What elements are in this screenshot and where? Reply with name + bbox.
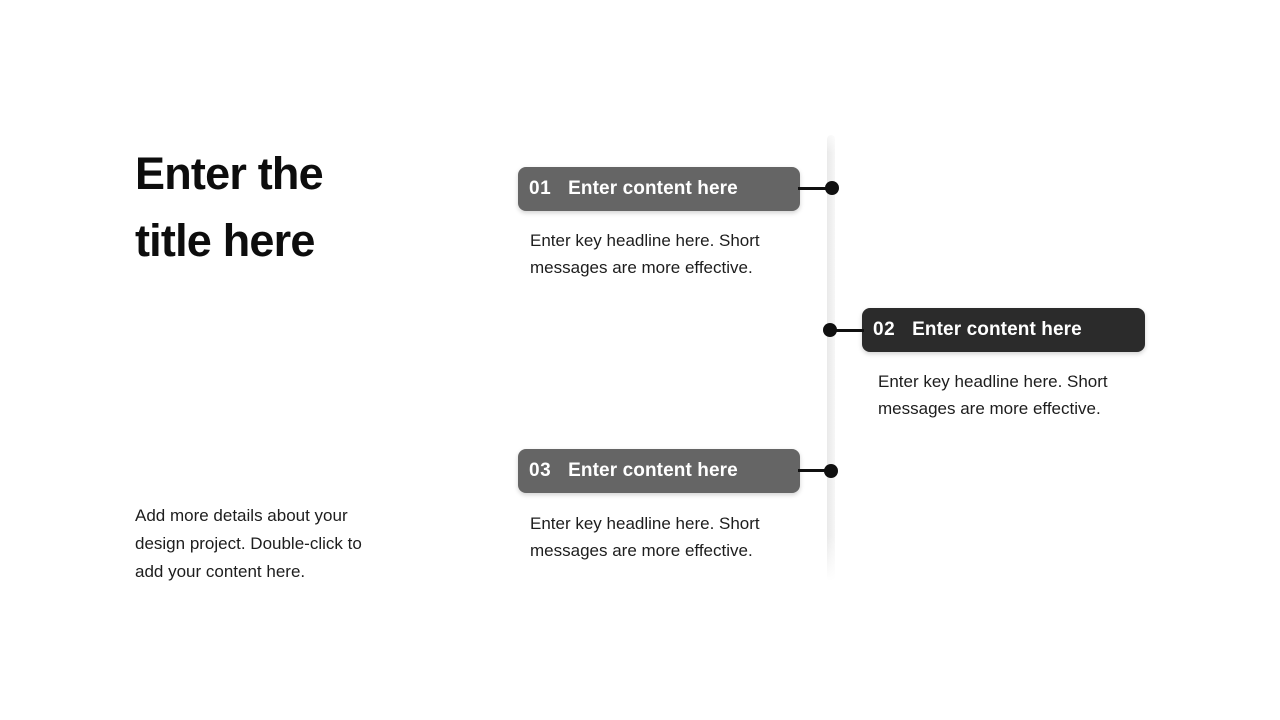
timeline-item-3-connector — [798, 469, 827, 472]
timeline-item-2-label: Enter content here — [912, 319, 1082, 340]
timeline-item-3-badge[interactable]: 03 Enter content here — [518, 449, 800, 493]
timeline-item-1-badge[interactable]: 01 Enter content here — [518, 167, 800, 211]
slide-description[interactable]: Add more details about your design proje… — [135, 506, 362, 581]
slide-title[interactable]: Enter the title here — [135, 148, 324, 266]
timeline-item-1-number: 01 — [529, 178, 552, 199]
timeline-item-1-dot — [825, 181, 839, 195]
timeline-item-2-dot — [823, 323, 837, 337]
timeline-item-1-body[interactable]: Enter key headline here. Short messages … — [530, 231, 760, 277]
timeline-item-3-number: 03 — [529, 460, 552, 481]
timeline-item-2-connector — [836, 329, 864, 332]
timeline-item-1-label: Enter content here — [568, 178, 738, 199]
timeline-item-1-connector — [798, 187, 827, 190]
timeline-item-3-body[interactable]: Enter key headline here. Short messages … — [530, 514, 760, 560]
timeline-item-2-number: 02 — [873, 319, 896, 340]
timeline-item-3-label: Enter content here — [568, 460, 738, 481]
timeline-item-2-body[interactable]: Enter key headline here. Short messages … — [878, 372, 1108, 418]
timeline-vertical-line — [827, 135, 835, 581]
timeline-item-3-dot — [824, 464, 838, 478]
timeline-item-2-badge[interactable]: 02 Enter content here — [862, 308, 1145, 352]
